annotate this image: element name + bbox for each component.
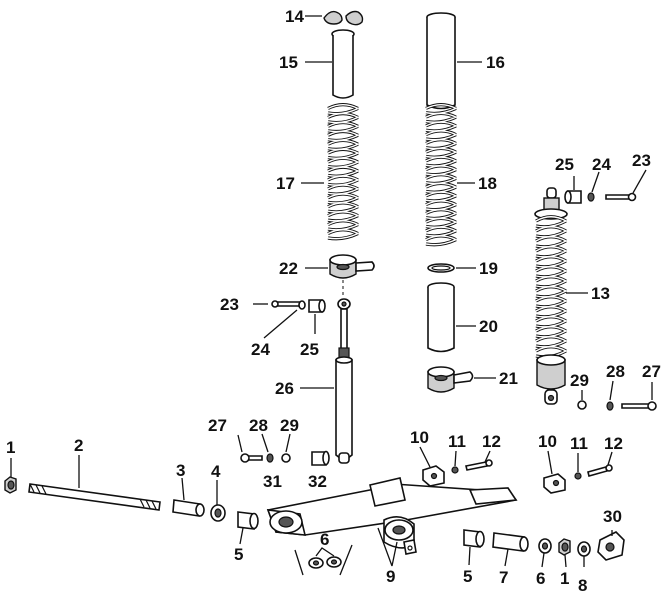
part-16-cover (426, 12, 456, 110)
callout-15: 15 (279, 53, 298, 72)
part-5-bushing-left (237, 511, 259, 530)
callout-10-right: 10 (538, 432, 557, 451)
parts-27-28-29-lower-bolt-set (240, 450, 330, 466)
callout-26: 26 (275, 379, 294, 398)
part-17-coil-spring (327, 103, 359, 241)
callout-23-right: 23 (632, 151, 651, 170)
part-4-washer (210, 504, 226, 522)
callout-19: 19 (479, 259, 498, 278)
part-1-nut-right (558, 538, 571, 556)
part-13-shock-assembly (534, 187, 568, 405)
callout-24-right: 24 (592, 155, 611, 174)
part-14-cap-nuts (323, 10, 364, 26)
part-5-bushing-right (463, 529, 485, 548)
callout-4: 4 (211, 462, 221, 481)
callout-25: 25 (300, 340, 319, 359)
callout-28-right: 28 (606, 362, 625, 381)
callout-12: 12 (482, 432, 501, 451)
parts-10-11-12-left-bracket-set (422, 459, 493, 487)
callout-2: 2 (74, 436, 83, 455)
callout-31: 31 (263, 472, 282, 491)
callout-21: 21 (499, 369, 518, 388)
part-18-coil-spring (425, 103, 457, 247)
callout-20: 20 (479, 317, 498, 336)
callout-18: 18 (478, 174, 497, 193)
callout-1-right: 1 (560, 569, 569, 588)
callout-32: 32 (308, 472, 327, 491)
callout-11: 11 (448, 432, 466, 451)
callout-5: 5 (234, 545, 243, 564)
callout-23: 23 (220, 295, 239, 314)
part-6-washers-left (308, 556, 342, 569)
callout-11-right: 11 (570, 434, 588, 453)
part-26-shock-absorber (335, 298, 353, 464)
callout-12-right: 12 (604, 434, 623, 453)
callout-27-right: 27 (642, 362, 661, 381)
callout-29: 29 (280, 416, 299, 435)
part-22-spring-seat (329, 254, 375, 279)
callout-30: 30 (603, 507, 622, 526)
part-6-washer-right (538, 538, 552, 554)
callout-17: 17 (276, 174, 295, 193)
part-1-nut-left (4, 476, 17, 494)
part-19-washer (427, 263, 455, 273)
part-15-sleeve (331, 29, 355, 99)
part-30-lock-plate (597, 531, 625, 561)
part-20-tube (427, 282, 455, 353)
callout-6: 6 (320, 530, 329, 549)
part-21-spring-seat (427, 366, 474, 393)
callout-14: 14 (285, 7, 304, 26)
leader-lines (10, 15, 653, 576)
callout-25-right: 25 (555, 155, 574, 174)
callout-13: 13 (591, 284, 610, 303)
callout-7: 7 (499, 568, 508, 587)
parts-23-24-25-upper-bolt-set (271, 299, 326, 313)
part-3-spacer (172, 499, 205, 517)
part-2-pivot-shaft (28, 483, 161, 511)
callout-10: 10 (410, 428, 429, 447)
part-8-washer (577, 541, 591, 557)
callout-29-right: 29 (570, 371, 589, 390)
part-7-spacer (492, 532, 529, 552)
callout-27: 27 (208, 416, 227, 435)
parts-27-28-29-bottom-bolt-set (577, 400, 657, 411)
callout-6-right: 6 (536, 569, 545, 588)
parts-10-11-12-right-bracket-set (543, 464, 613, 494)
part-9-swing-arm (266, 477, 518, 555)
callout-9: 9 (386, 567, 395, 586)
callout-24: 24 (251, 340, 270, 359)
callout-22: 22 (279, 259, 298, 278)
callout-28: 28 (249, 416, 268, 435)
callout-8: 8 (578, 576, 587, 595)
parts-23-24-25-top-bolt-set (564, 190, 637, 204)
callout-1: 1 (6, 438, 15, 457)
callout-3: 3 (176, 461, 185, 480)
callout-5-right: 5 (463, 567, 472, 586)
callout-labels: 14 15 16 17 18 22 19 23 24 25 20 21 26 2… (6, 7, 661, 595)
callout-16: 16 (486, 53, 505, 72)
